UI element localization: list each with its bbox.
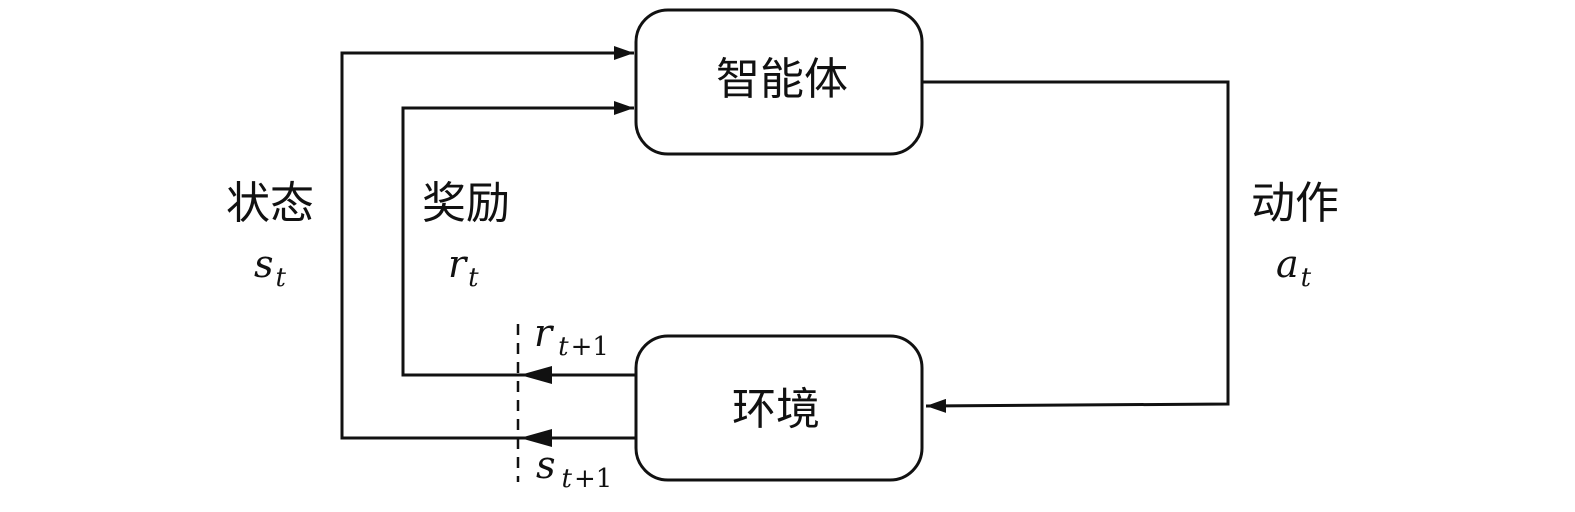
reward-label: 奖励 — [422, 178, 510, 229]
reward-symbol: rt — [448, 242, 479, 293]
agent-label: 智能体 — [716, 54, 848, 105]
reward-arrow — [401, 101, 636, 377]
next-state-arrowhead — [520, 429, 552, 447]
action-symbol: at — [1276, 242, 1312, 293]
state-symbol: st — [254, 242, 287, 293]
state-arrow — [340, 46, 636, 440]
state-label: 状态 — [226, 178, 314, 229]
action-label: 动作 — [1251, 178, 1339, 229]
next-reward-arrowhead — [520, 366, 552, 384]
action-arrow — [922, 80, 1230, 413]
environment-label: 环境 — [732, 384, 820, 435]
environment-box — [634, 334, 924, 482]
